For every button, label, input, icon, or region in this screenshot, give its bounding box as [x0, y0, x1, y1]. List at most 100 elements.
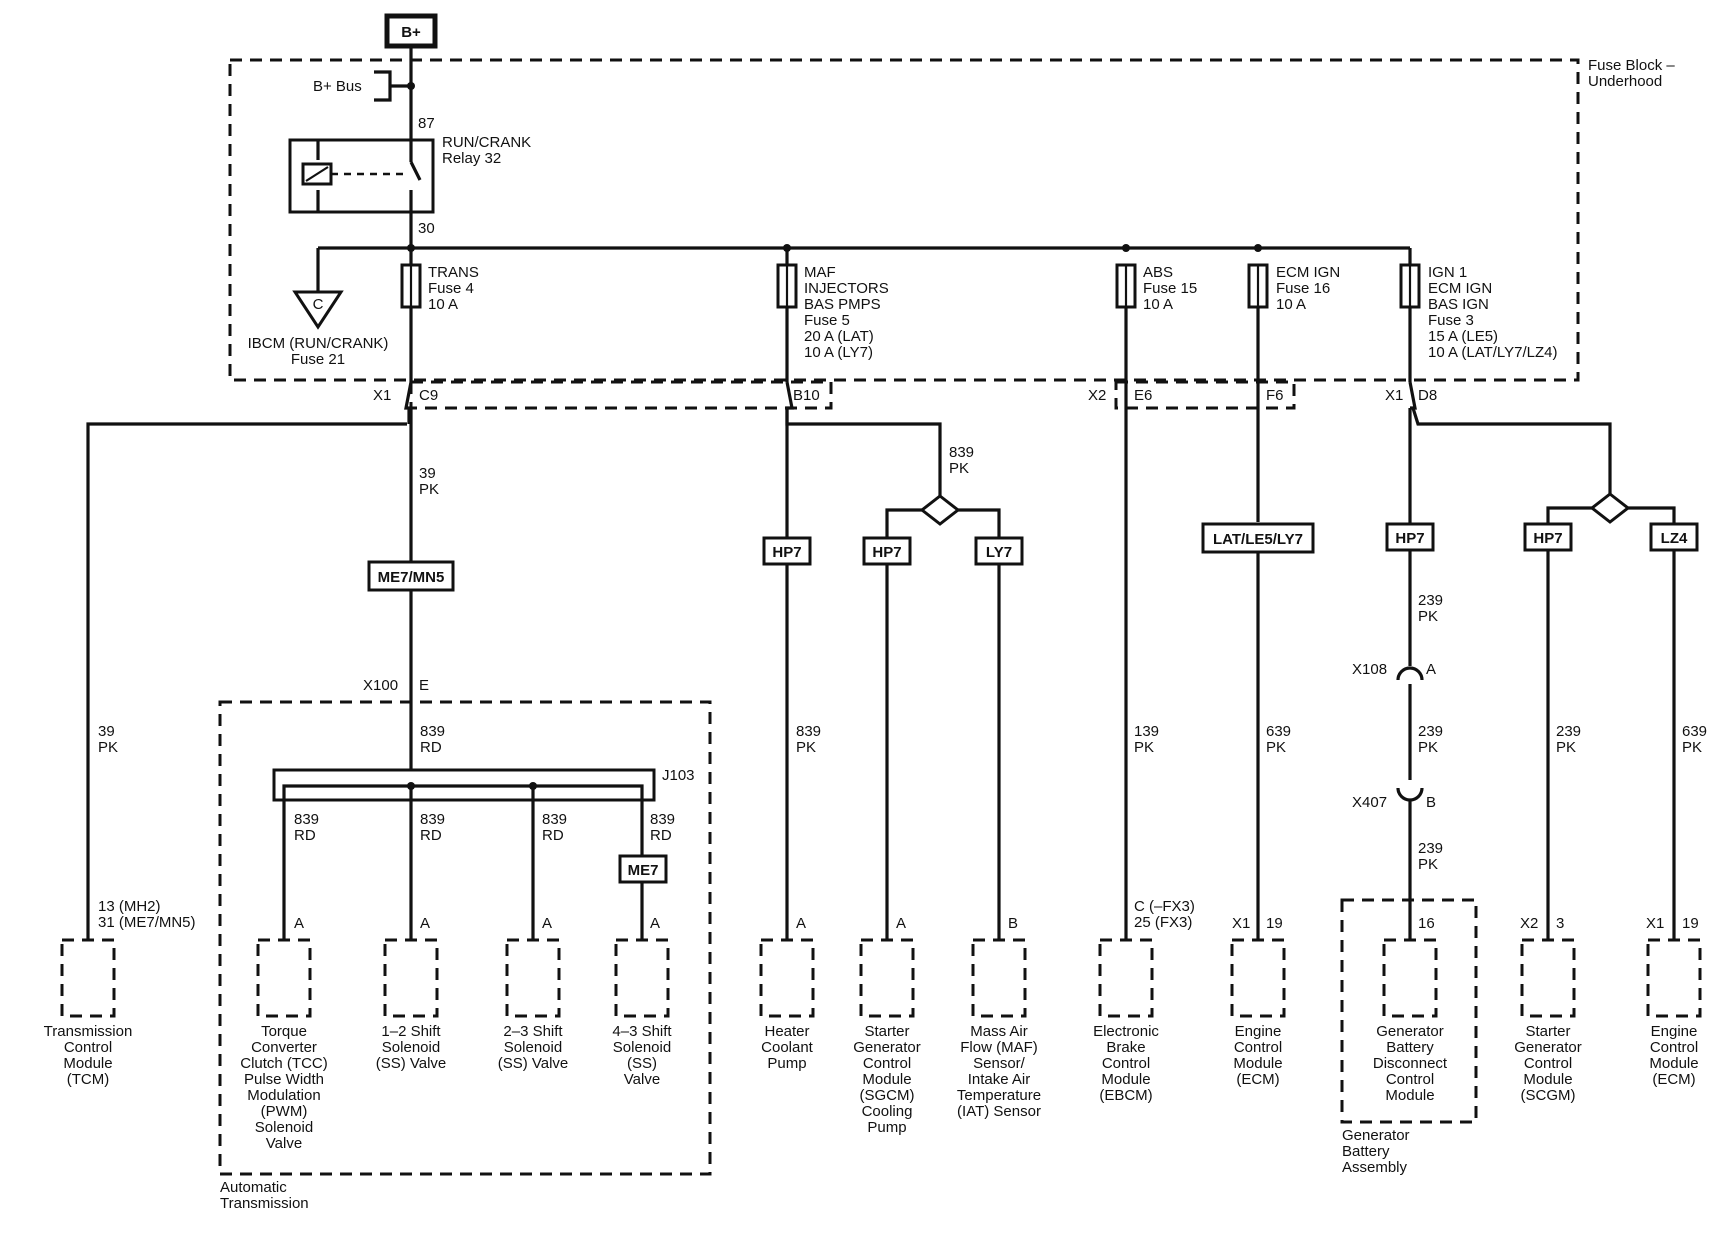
svg-text:LAT/LE5/LY7: LAT/LE5/LY7	[1213, 531, 1303, 548]
generator-battery-assembly-label-2: Battery	[1342, 1143, 1390, 1160]
component-tcm-label: Module	[63, 1055, 112, 1072]
component-ss12-label: (SS) Valve	[376, 1055, 447, 1072]
component-sgcm-label: Module	[862, 1071, 911, 1088]
component-tcc-label: Modulation	[247, 1087, 320, 1104]
svg-text:639: 639	[1682, 723, 1707, 740]
component-sgcm-label: Generator	[853, 1039, 921, 1056]
svg-text:15 A (LE5): 15 A (LE5)	[1428, 328, 1498, 345]
diamond-splice-ign	[1589, 492, 1631, 524]
option-lat-le5-ly7: LAT/LE5/LY7	[1201, 522, 1315, 554]
svg-text:RD: RD	[420, 827, 442, 844]
svg-text:30: 30	[418, 220, 435, 237]
component-maf-label: Flow (MAF)	[960, 1039, 1038, 1056]
connector-d8: D8	[1418, 387, 1437, 404]
component-scgm-label: Generator	[1514, 1039, 1582, 1056]
component-gen-label: Control	[1386, 1071, 1434, 1088]
battery-positive-label: B+	[401, 24, 421, 41]
svg-text:HP7: HP7	[772, 544, 801, 561]
svg-text:A: A	[1426, 661, 1436, 678]
option-lz4: LZ4	[1649, 522, 1699, 552]
svg-text:PK: PK	[949, 460, 969, 477]
component-ss43-label: Solenoid	[613, 1039, 671, 1056]
fuse-block-title: Fuse Block –	[1588, 57, 1675, 74]
svg-text:10 A: 10 A	[428, 296, 458, 313]
component-ss43-label: (SS)	[627, 1055, 657, 1072]
svg-text:PK: PK	[1418, 856, 1438, 873]
svg-text:20 A (LAT): 20 A (LAT)	[804, 328, 874, 345]
component-heater-label: Coolant	[761, 1039, 814, 1056]
component-ss43-label: Valve	[624, 1071, 660, 1088]
component-ecm-label: Engine	[1235, 1023, 1282, 1040]
svg-text:X100: X100	[363, 677, 398, 694]
battery-positive-source	[384, 13, 438, 49]
svg-text:C (–FX3): C (–FX3)	[1134, 898, 1195, 915]
fuse-ecm-ign: ECM IGN Fuse 16 10 A	[1247, 263, 1340, 313]
svg-text:10 A (LY7): 10 A (LY7)	[804, 344, 873, 361]
component-tcm-label: Transmission	[44, 1023, 133, 1040]
svg-text:Fuse 3: Fuse 3	[1428, 312, 1474, 329]
component-heater-label: Heater	[764, 1023, 809, 1040]
component-scgm-box	[1520, 938, 1576, 1018]
svg-text:RD: RD	[294, 827, 316, 844]
component-maf-label: Mass Air	[970, 1023, 1028, 1040]
svg-text:HP7: HP7	[1395, 530, 1424, 547]
component-ecm2-box	[1646, 938, 1702, 1018]
svg-text:13 (MH2): 13 (MH2)	[98, 898, 161, 915]
automatic-transmission-label-2: Transmission	[220, 1195, 309, 1212]
component-ss12-box	[383, 938, 439, 1018]
svg-text:31 (ME7/MN5): 31 (ME7/MN5)	[98, 914, 196, 931]
component-tcc-label: Converter	[251, 1039, 317, 1056]
component-ecm2-label: Module	[1649, 1055, 1698, 1072]
connector-x2-outline	[1114, 380, 1296, 410]
component-tcc-label: Clutch (TCC)	[240, 1055, 328, 1072]
component-maf-label: Sensor/	[973, 1055, 1026, 1072]
connector-b10: B10	[793, 387, 820, 404]
svg-text:PK: PK	[1418, 608, 1438, 625]
connector-x108: X108 A	[1352, 661, 1436, 692]
component-scgm-label: Starter	[1525, 1023, 1570, 1040]
svg-text:19: 19	[1682, 915, 1699, 932]
component-tcc-label: (PWM)	[261, 1103, 308, 1120]
svg-text:PK: PK	[1418, 739, 1438, 756]
component-gen-label: Module	[1385, 1087, 1434, 1104]
component-maf-label: Intake Air	[968, 1071, 1031, 1088]
component-ebcm-label: Brake	[1106, 1039, 1145, 1056]
svg-text:MAF: MAF	[804, 264, 836, 281]
svg-text:Fuse 15: Fuse 15	[1143, 280, 1197, 297]
component-tcm-label: (TCM)	[67, 1071, 109, 1088]
option-hp7-gen: HP7	[1385, 522, 1435, 552]
svg-text:PK: PK	[1266, 739, 1286, 756]
svg-text:839: 839	[420, 723, 445, 740]
generator-battery-assembly-boundary	[1340, 898, 1478, 1124]
component-sgcm-box	[859, 938, 915, 1018]
svg-text:10 A: 10 A	[1143, 296, 1173, 313]
svg-text:19: 19	[1266, 915, 1283, 932]
component-ss23-box	[505, 938, 561, 1018]
svg-text:16: 16	[1418, 915, 1435, 932]
connector-f6: F6	[1266, 387, 1284, 404]
component-tcc-label: Torque	[261, 1023, 307, 1040]
component-maf-box	[971, 938, 1027, 1018]
svg-text:139: 139	[1134, 723, 1159, 740]
option-me7-mn5: ME7/MN5	[367, 560, 455, 592]
option-hp7-heater: HP7	[762, 536, 812, 566]
svg-text:839: 839	[542, 811, 567, 828]
svg-text:39: 39	[98, 723, 115, 740]
component-sgcm-label: Pump	[867, 1119, 906, 1136]
connector-x1-right: X1	[1385, 387, 1403, 404]
fuse-ign1: IGN 1 ECM IGN BAS IGN Fuse 3 15 A (LE5) …	[1399, 248, 1558, 361]
svg-text:A: A	[650, 915, 660, 932]
component-ss12-label: Solenoid	[382, 1039, 440, 1056]
component-tcc-label: Valve	[266, 1135, 302, 1152]
connector-x2: X2	[1088, 387, 1106, 404]
svg-text:PK: PK	[98, 739, 118, 756]
svg-text:IBCM (RUN/CRANK): IBCM (RUN/CRANK)	[248, 335, 389, 352]
ibcm-splice-c: C IBCM (RUN/CRANK) Fuse 21	[248, 248, 389, 368]
fuse-abs: ABS Fuse 15 10 A	[1115, 263, 1197, 313]
svg-text:HP7: HP7	[1533, 530, 1562, 547]
fuse-block-boundary	[228, 58, 1580, 382]
svg-text:A: A	[896, 915, 906, 932]
component-gen-label: Generator	[1376, 1023, 1444, 1040]
component-ecm2-label: Engine	[1651, 1023, 1698, 1040]
svg-text:LY7: LY7	[986, 544, 1012, 561]
